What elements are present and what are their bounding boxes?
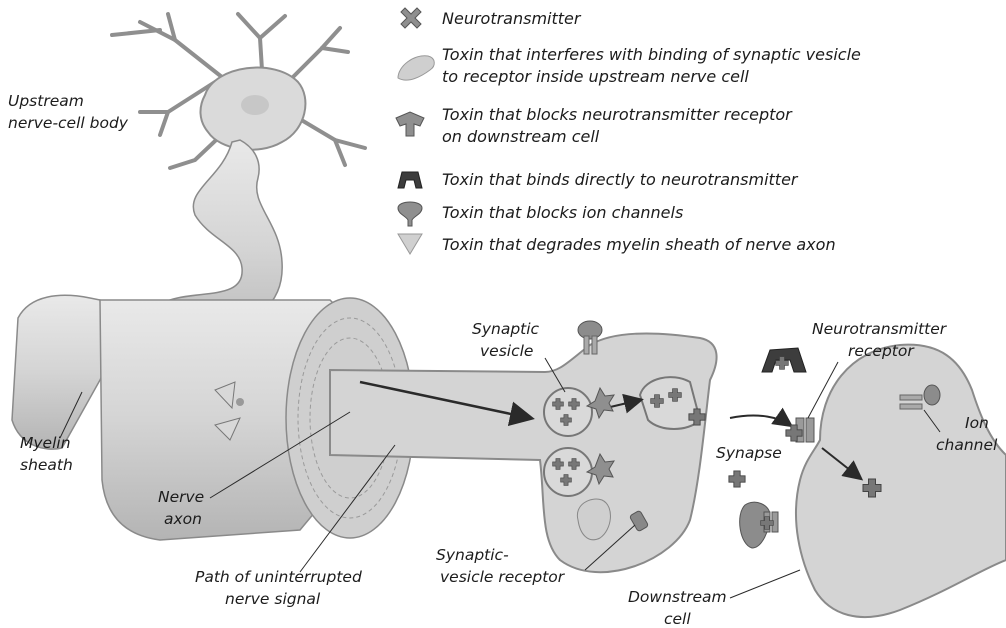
label-ion-1: Ion	[965, 414, 989, 432]
label-vesicle-1: Synaptic	[472, 320, 540, 338]
svg-text:cell: cell	[664, 610, 691, 628]
svg-text:to receptor inside upstream ne: to receptor inside upstream nerve cell	[442, 67, 749, 86]
svg-text:channel: channel	[936, 436, 998, 454]
label-svr-2: vesicle receptor	[440, 568, 566, 586]
label-ntr-2: receptor	[848, 342, 915, 360]
svg-text:Neurotransmitter: Neurotransmitter	[812, 320, 948, 338]
legend-text-ion-channel: Toxin that blocks ion channels	[442, 203, 683, 222]
svg-text:vesicle receptor: vesicle receptor	[440, 568, 566, 586]
svg-text:nerve-cell body: nerve-cell body	[8, 114, 129, 132]
label-myelin-2: sheath	[20, 456, 73, 474]
synaptic-vesicle	[544, 388, 592, 436]
svg-text:Toxin that binds directly to n: Toxin that binds directly to neurotransm…	[442, 170, 799, 189]
svg-text:Toxin that interferes with bin: Toxin that interferes with binding of sy…	[442, 45, 861, 64]
legend-vesicle-binding-toxin-icon	[398, 56, 434, 80]
label-path-2: nerve signal	[225, 590, 321, 608]
svg-text:Neurotransmitter: Neurotransmitter	[442, 9, 582, 28]
svg-text:Downstream: Downstream	[628, 588, 727, 606]
legend-receptor-blocking-toxin-icon	[396, 112, 424, 136]
nucleus	[241, 95, 269, 115]
svg-text:Toxin that degrades myelin she: Toxin that degrades myelin sheath of ner…	[442, 235, 836, 254]
fusing-vesicle	[640, 377, 700, 429]
label-axon-2: axon	[164, 510, 202, 528]
downstream-cell	[796, 345, 1006, 617]
label-downstream-1: Downstream	[628, 588, 727, 606]
svg-text:Path of uninterrupted: Path of uninterrupted	[195, 568, 362, 586]
label-ntr-1: Neurotransmitter	[812, 320, 948, 338]
legend-text-neurotransmitter: Neurotransmitter	[442, 9, 582, 28]
legend-texts: Neurotransmitter Toxin that interferes w…	[442, 9, 861, 254]
svg-text:Synaptic-: Synaptic-	[436, 546, 509, 564]
svg-text:receptor: receptor	[848, 342, 915, 360]
svg-text:Toxin that blocks neurotransmi: Toxin that blocks neurotransmitter recep…	[442, 105, 793, 124]
label-axon-1: Nerve	[158, 488, 204, 506]
legend	[396, 8, 434, 254]
svg-text:Toxin that blocks ion channels: Toxin that blocks ion channels	[442, 203, 683, 222]
free-neurotransmitter	[729, 471, 745, 487]
legend-text-vesicle-binding-1: Toxin that interferes with binding of sy…	[442, 45, 861, 64]
label-myelin-1: Myelin	[20, 434, 71, 452]
legend-text-nt-binding: Toxin that binds directly to neurotransm…	[442, 170, 799, 189]
svg-text:Ion: Ion	[965, 414, 989, 432]
label-ion-2: channel	[936, 436, 998, 454]
receptor-blocking-toxin	[740, 502, 778, 548]
label-svr-1: Synaptic-	[436, 546, 509, 564]
label-synapse: Synapse	[716, 444, 782, 462]
legend-myelin-degrading-toxin-icon	[398, 234, 422, 254]
svg-text:Synaptic: Synaptic	[472, 320, 540, 338]
svg-text:sheath: sheath	[20, 456, 73, 474]
svg-text:Nerve: Nerve	[158, 488, 204, 506]
label-path-1: Path of uninterrupted	[195, 568, 362, 586]
label-upstream-2: nerve-cell body	[8, 114, 129, 132]
legend-text-receptor-blocking-1: Toxin that blocks neurotransmitter recep…	[442, 105, 793, 124]
legend-text-vesicle-binding-2: to receptor inside upstream nerve cell	[442, 67, 749, 86]
legend-neurotransmitter-binding-toxin-icon	[398, 172, 422, 188]
legend-neurotransmitter-icon	[401, 8, 421, 28]
svg-text:Myelin: Myelin	[20, 434, 71, 452]
label-upstream-1: Upstream	[8, 92, 84, 110]
label-downstream-2: cell	[664, 610, 691, 628]
leader-downstream	[730, 570, 800, 598]
svg-text:on downstream cell: on downstream cell	[442, 127, 600, 146]
svg-text:nerve signal: nerve signal	[225, 590, 321, 608]
synaptic-vesicle-lower	[544, 448, 592, 496]
synapse-arrow	[730, 416, 790, 425]
legend-text-myelin: Toxin that degrades myelin sheath of ner…	[442, 235, 836, 254]
svg-text:axon: axon	[164, 510, 202, 528]
myelin-segment	[12, 295, 107, 449]
legend-ion-channel-toxin-icon	[398, 202, 422, 226]
svg-text:Upstream: Upstream	[8, 92, 84, 110]
svg-text:vesicle: vesicle	[480, 342, 533, 360]
svg-text:Synapse: Synapse	[716, 444, 782, 462]
legend-text-receptor-blocking-2: on downstream cell	[442, 127, 600, 146]
label-vesicle-2: vesicle	[480, 342, 533, 360]
